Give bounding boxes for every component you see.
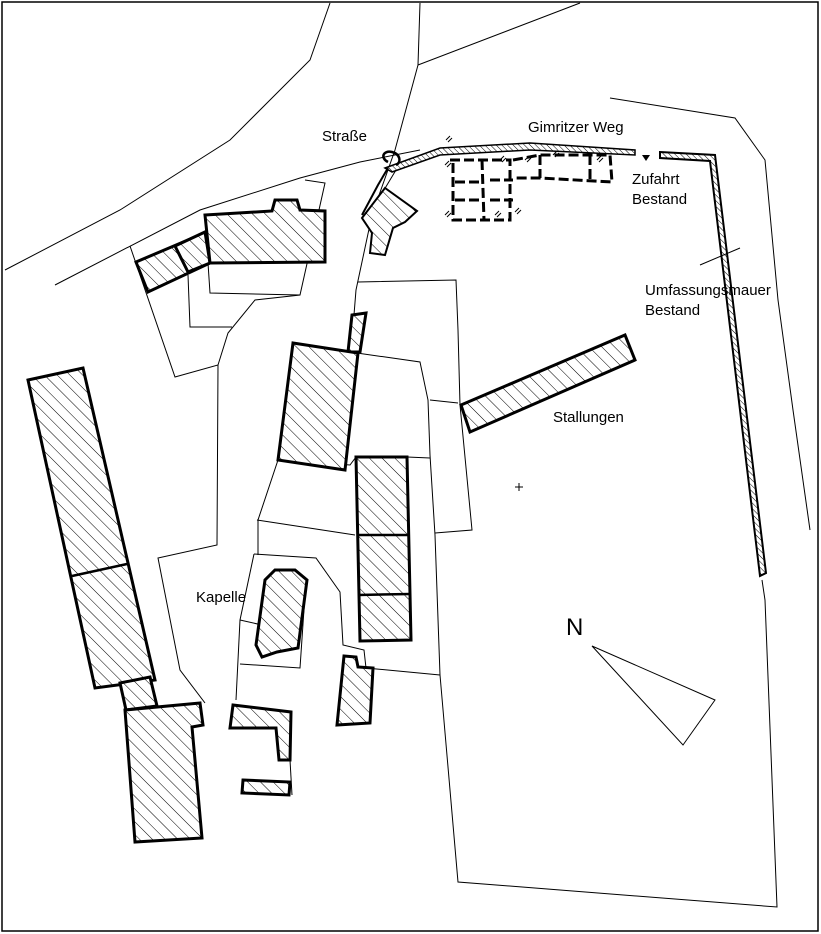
- label-strasse: Straße: [322, 128, 367, 145]
- building-west-connector: [118, 675, 159, 712]
- north-arrow-icon: [591, 645, 716, 746]
- label-stallungen: Stallungen: [553, 409, 624, 426]
- building-small-strip: [346, 311, 368, 354]
- north-label: N: [566, 614, 583, 641]
- building-north: [203, 198, 327, 265]
- kapelle-building: [254, 568, 309, 659]
- enclosure-wall: [659, 150, 768, 578]
- mauer-leader-line: [699, 247, 741, 266]
- label-kapelle: Kapelle: [196, 589, 246, 606]
- building-south-strip: [240, 778, 292, 797]
- building-southwest: [123, 701, 205, 844]
- label-umfassungsmauer: Umfassungsmauer: [645, 282, 771, 299]
- gate-building: [360, 186, 419, 257]
- label-zufahrt: Zufahrt: [632, 171, 680, 188]
- tree-symbols: [444, 135, 604, 218]
- building-central-column: [354, 455, 413, 643]
- building-south-l: [228, 703, 293, 762]
- building-south-center: [335, 654, 375, 727]
- access-marker-icon: [642, 155, 650, 161]
- label-zufahrt-bestand: Bestand: [632, 191, 687, 208]
- parcel-lines: [4, 2, 811, 908]
- label-umfassungsmauer-bestand: Bestand: [645, 302, 700, 319]
- label-gimritzer-weg: Gimritzer Weg: [528, 119, 624, 136]
- building-west-long: [26, 366, 157, 690]
- buildings: [26, 198, 637, 844]
- stallungen-building: [459, 333, 637, 435]
- planned-buildings: [450, 153, 614, 222]
- center-mark-icon: [515, 483, 523, 491]
- building-center: [276, 341, 360, 472]
